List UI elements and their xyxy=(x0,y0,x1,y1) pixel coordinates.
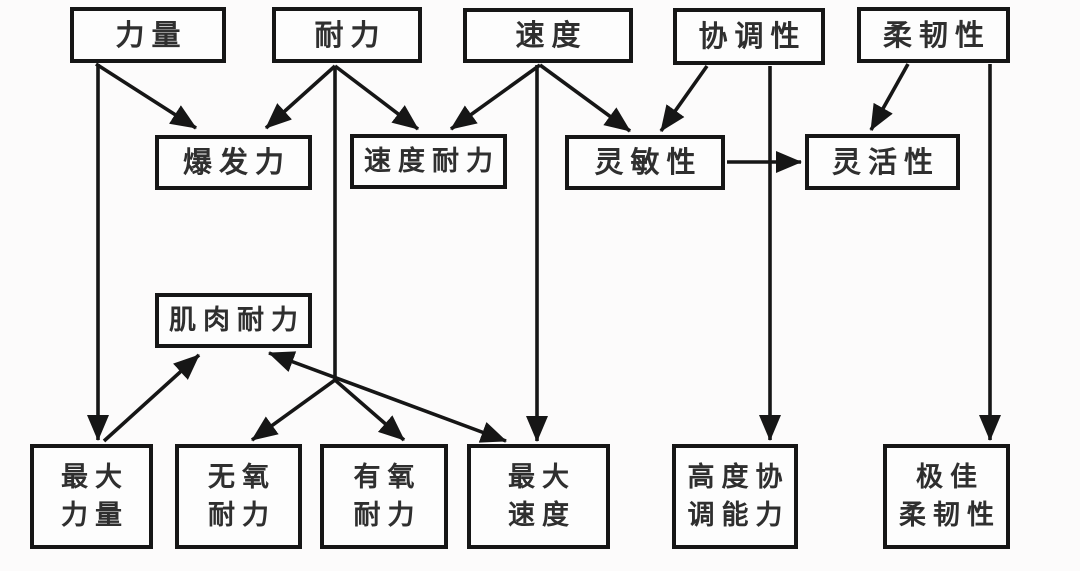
edge-endurance-to-explosive-power xyxy=(264,64,337,130)
node-dexterity: 灵活性 xyxy=(805,134,960,190)
node-agility: 灵敏性 xyxy=(565,135,725,190)
node-high-coordination-ability-label: 调能力 xyxy=(687,499,790,531)
node-excellent-flexibility-label: 极佳 xyxy=(916,462,984,494)
node-high-coordination-ability: 高度协调能力 xyxy=(672,444,798,549)
node-speed-endurance-label: 速度耐力 xyxy=(364,145,500,177)
node-strength-label: 力量 xyxy=(115,17,188,52)
edge-endurance-junction-to-anaerobic-endurance xyxy=(250,378,337,442)
node-muscular-endurance: 肌肉耐力 xyxy=(155,293,312,348)
edge-coordination-to-agility xyxy=(659,64,709,133)
edge-speed-to-speed-endurance xyxy=(449,63,542,131)
node-coordination-label: 协调性 xyxy=(698,19,807,54)
node-aerobic-endurance-label: 有氧 xyxy=(353,462,422,494)
node-endurance-label: 耐力 xyxy=(314,17,387,52)
node-explosive-power: 爆发力 xyxy=(155,135,312,190)
node-aerobic-endurance: 有氧耐力 xyxy=(320,444,448,549)
edge-max-strength-to-muscular-endurance xyxy=(102,353,201,443)
node-excellent-flexibility: 极佳柔韧性 xyxy=(883,444,1010,549)
node-explosive-power-label: 爆发力 xyxy=(182,145,291,180)
node-speed-endurance: 速度耐力 xyxy=(350,134,507,189)
node-max-strength-label: 最大 xyxy=(61,462,129,494)
node-speed-label: 速度 xyxy=(515,18,588,53)
node-dexterity-label: 灵活性 xyxy=(831,144,940,179)
node-max-speed: 最大速度 xyxy=(467,444,610,549)
node-excellent-flexibility-label: 柔韧性 xyxy=(899,499,1001,531)
edge-endurance-to-speed-endurance xyxy=(333,64,420,131)
node-max-speed-label: 速度 xyxy=(508,499,576,531)
node-flexibility: 柔韧性 xyxy=(857,7,1010,63)
node-max-strength-label: 力量 xyxy=(61,499,129,531)
node-max-speed-label: 最大 xyxy=(508,462,576,494)
node-strength: 力量 xyxy=(70,7,226,63)
node-speed: 速度 xyxy=(463,8,633,63)
node-aerobic-endurance-label: 耐力 xyxy=(353,499,422,531)
node-flexibility-label: 柔韧性 xyxy=(882,17,991,52)
node-agility-label: 灵敏性 xyxy=(594,145,703,180)
node-endurance: 耐力 xyxy=(272,7,422,63)
node-max-strength: 最大力量 xyxy=(30,444,153,549)
node-anaerobic-endurance-label: 耐力 xyxy=(208,499,276,531)
edge-muscular-endurance-to-max-speed xyxy=(268,351,507,443)
edge-strength-to-explosive-power xyxy=(95,62,197,130)
node-anaerobic-endurance-label: 无氧 xyxy=(208,462,276,494)
edge-speed-to-agility xyxy=(538,63,632,133)
node-muscular-endurance-label: 肌肉耐力 xyxy=(169,304,305,336)
node-anaerobic-endurance: 无氧耐力 xyxy=(175,444,302,549)
node-high-coordination-ability-label: 高度协 xyxy=(687,462,790,494)
node-coordination: 协调性 xyxy=(673,8,825,65)
edge-flexibility-to-dexterity xyxy=(869,63,910,131)
